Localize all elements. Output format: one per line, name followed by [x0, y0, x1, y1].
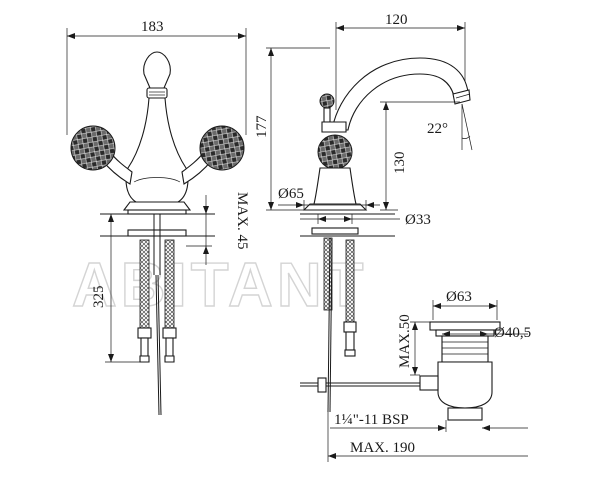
right-crystal-knob — [199, 125, 245, 171]
waste-flange — [429, 321, 501, 331]
waste-assembly: Ø63 Ø40,5 MAX.50 1¼"-11 BSP — [300, 289, 531, 462]
watermark-text: ABITANT — [72, 251, 367, 320]
reach-label: 120 — [385, 12, 408, 28]
base-diameter-label: Ø65 — [278, 186, 304, 202]
lever-handle — [143, 51, 171, 89]
deck-washer — [127, 229, 187, 237]
body-diameter-label: Ø40,5 — [494, 325, 531, 341]
side-crystal-knob — [317, 134, 353, 170]
thread-label: 1¼"-11 BSP — [334, 412, 409, 428]
base-ring — [127, 209, 187, 215]
right-hose — [164, 239, 175, 329]
side-hose-right — [345, 239, 355, 323]
waste-pivot-nut — [419, 375, 439, 391]
mixer-body — [125, 97, 189, 203]
left-hose — [139, 239, 150, 329]
side-washer — [311, 227, 359, 235]
width-arrow-right — [238, 33, 246, 39]
side-body — [313, 167, 357, 205]
waste-depth-label: MAX.50 — [397, 314, 413, 368]
waste-length-label: MAX. 190 — [350, 440, 415, 456]
height-label: 325 — [91, 286, 107, 309]
mixer-base — [122, 201, 192, 211]
width-arrow-left — [67, 33, 75, 39]
side-lever-knob — [319, 93, 335, 109]
spout-height-label: 130 — [392, 152, 408, 175]
waste-threaded-body — [441, 335, 489, 363]
width-label: 183 — [141, 19, 164, 35]
lever-collar — [146, 87, 168, 99]
aerator — [452, 89, 471, 105]
front-view: 183 MAX. 45 — [66, 19, 250, 416]
shank-diameter-label: Ø33 — [405, 212, 431, 228]
left-crystal-knob — [70, 125, 116, 171]
waste-tail — [447, 407, 483, 421]
waste-lower-body — [437, 361, 493, 409]
flange-diameter-label: Ø63 — [446, 289, 472, 305]
side-view: 120 177 130 22° — [254, 12, 473, 413]
deck-max-label: MAX. 45 — [234, 192, 250, 250]
fixing-rod — [155, 274, 160, 416]
side-height-label: 177 — [254, 115, 270, 138]
angle-label: 22° — [427, 121, 448, 137]
spout — [331, 57, 469, 131]
